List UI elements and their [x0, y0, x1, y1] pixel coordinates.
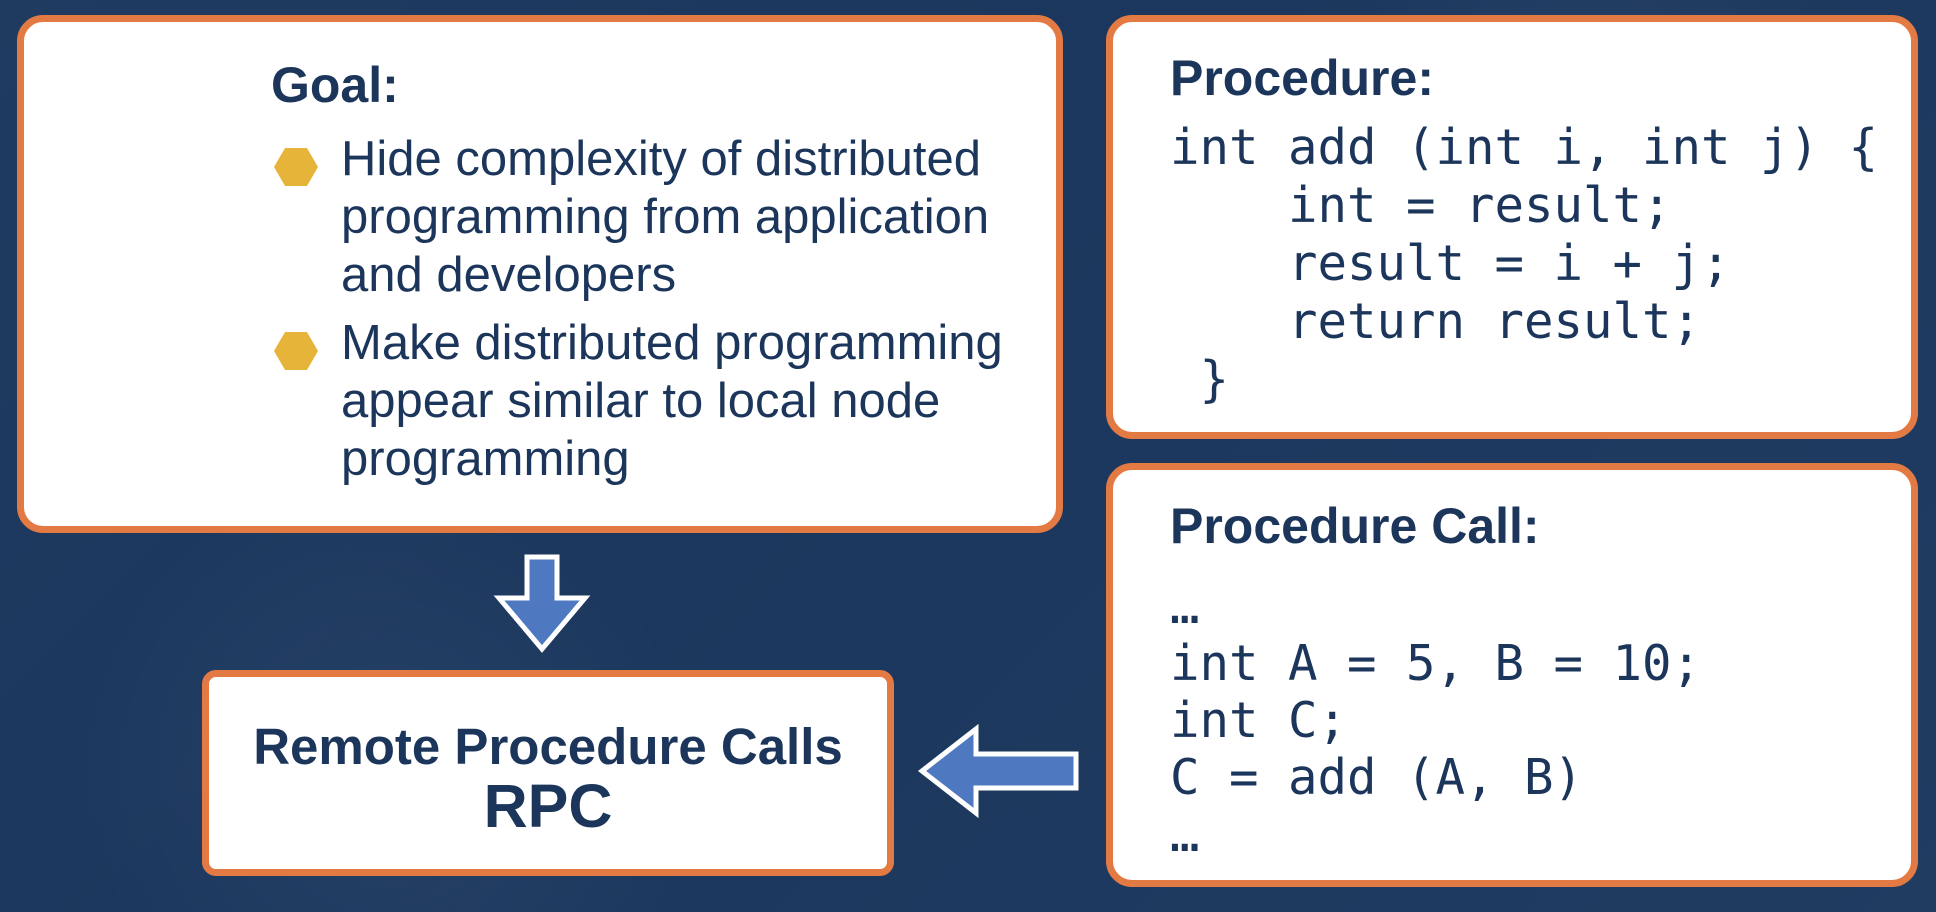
- procedure-call-card: Procedure Call: … int A = 5, B = 10; int…: [1106, 463, 1918, 887]
- rpc-full-name: Remote Procedure Calls: [253, 718, 843, 775]
- procedure-card: Procedure: int add (int i, int j) { int …: [1106, 15, 1918, 439]
- down-arrow-icon: [493, 554, 591, 653]
- rpc-card: Remote Procedure Calls RPC: [202, 670, 894, 876]
- rpc-acronym: RPC: [483, 772, 613, 840]
- hexagon-bullet-icon: [274, 332, 318, 370]
- goal-bullet-text-2: Make distributed programming appear simi…: [341, 316, 1003, 486]
- goal-bullet-item-1: Hide complexity of distributed programmi…: [274, 130, 1034, 304]
- goal-bullet-text-1: Hide complexity of distributed programmi…: [341, 132, 990, 302]
- goal-title: Goal:: [271, 57, 399, 113]
- hexagon-bullet-icon: [274, 148, 318, 186]
- goal-card: Goal: Hide complexity of distributed pro…: [17, 15, 1063, 533]
- procedure-call-title: Procedure Call:: [1170, 498, 1540, 554]
- procedure-code-block: int add (int i, int j) { int = result; r…: [1170, 119, 1879, 408]
- left-arrow-icon: [918, 723, 1079, 819]
- goal-bullet-list: Hide complexity of distributed programmi…: [274, 130, 1034, 498]
- goal-bullet-item-2: Make distributed programming appear simi…: [274, 314, 1034, 488]
- procedure-title: Procedure:: [1170, 50, 1434, 106]
- procedure-call-code-block: … int A = 5, B = 10; int C; C = add (A, …: [1170, 578, 1702, 863]
